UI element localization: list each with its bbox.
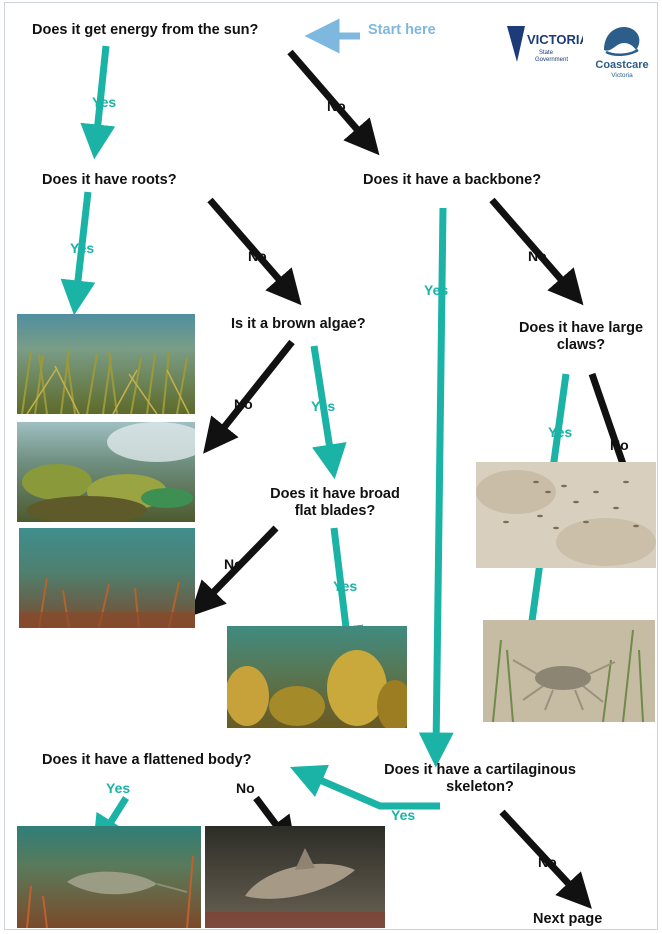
arrow-sun-no [290,52,368,142]
question-flattened-body: Does it have a flattened body? [42,752,252,769]
label-blades-no: No [224,556,243,572]
arrow-backbone-no [492,200,572,292]
red-algae-photo [19,528,195,628]
svg-text:State: State [539,50,554,56]
question-backbone: Does it have a backbone? [363,172,541,189]
question-cartilaginous: Does it have a cartilaginous skeleton? [362,762,598,796]
label-blades-yes: Yes [333,578,357,594]
crab-photo [483,620,655,722]
green-algae-photo [17,422,195,522]
arrow-algae-no [214,342,292,440]
label-claws-yes: Yes [548,424,572,440]
victoria-government-logo: VICTORIA State Government [505,22,583,70]
label-algae-no: No [234,396,253,412]
question-broad-blades: Does it have broad flat blades? [252,486,418,520]
coastcare-victoria-logo: Coastcare Victoria [592,20,652,82]
question-sun: Does it get energy from the sun? [32,22,258,39]
label-sun-no: No [327,98,346,114]
arrow-roots-no [210,200,290,292]
label-backbone-yes: Yes [424,282,448,298]
svg-text:VICTORIA: VICTORIA [527,32,583,47]
svg-text:Victoria: Victoria [611,72,633,79]
label-roots-yes: Yes [70,240,94,256]
question-roots: Does it have roots? [42,172,177,189]
label-flat-yes: Yes [106,780,130,796]
ray-photo [17,826,201,928]
label-sun-yes: Yes [92,94,116,110]
label-cartilaginous-no: No [538,854,557,870]
label-roots-no: No [248,248,267,264]
fish-school-photo [476,462,656,568]
label-backbone-no: No [528,248,547,264]
start-here-label: Start here [368,22,436,38]
label-cartilaginous-yes: Yes [391,807,415,823]
svg-text:Coastcare: Coastcare [595,59,648,71]
next-page-label[interactable]: Next page [533,911,602,928]
label-algae-yes: Yes [311,398,335,414]
label-flat-no: No [236,780,255,796]
svg-text:Government: Government [535,57,568,63]
shark-photo [205,826,385,928]
kelp-photo [227,626,407,728]
label-claws-no: No [610,437,629,453]
seagrass-photo [17,314,195,414]
question-brown-algae: Is it a brown algae? [231,316,366,333]
question-large-claws: Does it have large claws? [500,320,662,354]
